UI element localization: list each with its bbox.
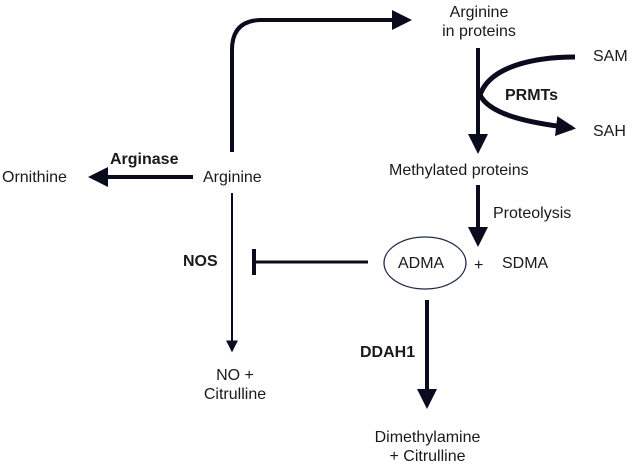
sam-to-sah-arrow [477,54,576,137]
node-arginine-in-proteins-line2: in proteins [442,23,516,40]
node-arginine-in-proteins: Arginine in proteins [408,3,550,41]
node-adma: ADMA [398,255,445,272]
enzyme-nos: NOS [183,253,218,270]
enzyme-proteolysis: Proteolysis [493,205,572,222]
node-no-citrulline: NO + Citrulline [190,366,280,404]
node-no-citrulline-line2: Citrulline [203,386,267,403]
node-sam: SAM [593,48,628,65]
adma-ellipse [383,236,467,290]
enzyme-ddah1: DDAH1 [360,344,416,361]
enzyme-prmts: PRMTs [505,87,559,104]
plus-sign: + [474,257,484,274]
node-sdma: SDMA [502,255,549,272]
enzyme-arginase: Arginase [110,151,179,168]
node-arginine: Arginine [203,169,262,186]
node-dimethylamine-line1: Dimethylamine [374,429,481,446]
node-methylated-proteins: Methylated proteins [389,162,529,179]
node-dimethylamine-line2: + Citrulline [389,448,466,465]
node-dimethylamine-citrulline: Dimethylamine + Citrulline [360,428,495,466]
node-no-citrulline-line1: NO + [216,367,254,384]
node-arginine-in-proteins-line1: Arginine [449,4,509,21]
arginine-to-protein-arrow [230,10,412,152]
node-sah: SAH [593,123,626,140]
node-ornithine: Ornithine [2,169,67,186]
